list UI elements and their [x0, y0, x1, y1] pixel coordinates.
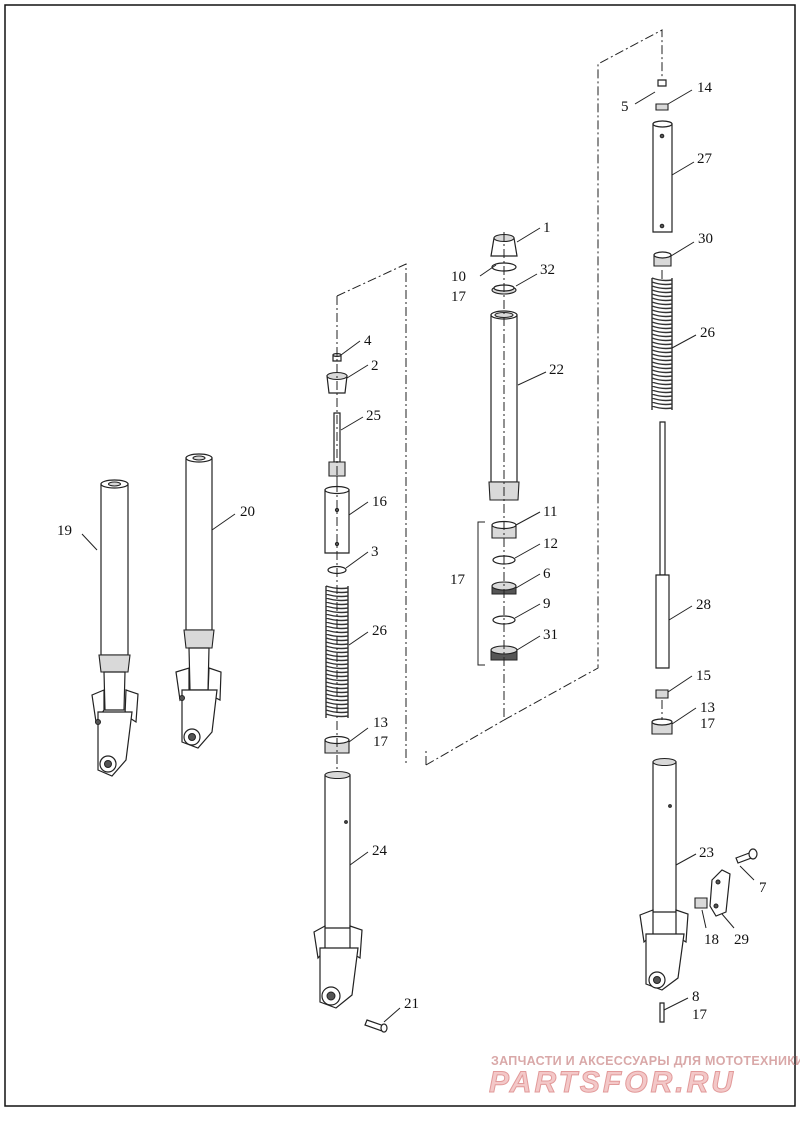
callout-26-left: 26 [372, 623, 388, 639]
callout-14: 14 [697, 80, 713, 96]
callout-3: 3 [371, 544, 379, 560]
fork-assembly-20 [175, 453, 222, 749]
callout-7: 7 [759, 880, 767, 896]
callout-13-right: 13 [700, 700, 715, 716]
leader-lines [81, 89, 755, 1023]
callout-2: 2 [371, 358, 379, 374]
callout-27: 27 [697, 151, 713, 167]
callout-labels: 1 2 3 4 5 6 7 8 9 10 11 12 13 13 14 15 1… [57, 80, 767, 1023]
callout-19: 19 [57, 523, 72, 539]
callout-31: 31 [543, 627, 558, 643]
callout-32: 32 [540, 262, 555, 278]
callout-23: 23 [699, 845, 714, 861]
callout-9: 9 [543, 596, 551, 612]
callout-11: 11 [543, 504, 557, 520]
callout-17-left: 17 [373, 734, 389, 750]
construction-lines [336, 29, 663, 770]
callout-21: 21 [404, 996, 419, 1012]
callout-15: 15 [696, 668, 711, 684]
callout-5: 5 [621, 99, 629, 115]
left-column-parts [313, 352, 388, 1033]
callout-25: 25 [366, 408, 381, 424]
callout-8: 8 [692, 989, 700, 1005]
callout-1: 1 [543, 220, 551, 236]
callout-17-top: 17 [451, 289, 467, 305]
callout-10: 10 [451, 269, 466, 285]
callout-12: 12 [543, 536, 558, 552]
callout-17-bracket: 17 [450, 572, 466, 588]
callout-13-left: 13 [373, 715, 388, 731]
callout-18: 18 [704, 932, 719, 948]
callout-22: 22 [549, 362, 564, 378]
callout-20: 20 [240, 504, 255, 520]
callout-4: 4 [364, 333, 372, 349]
callout-17-right: 17 [700, 716, 716, 732]
callout-24: 24 [372, 843, 388, 859]
callout-28: 28 [696, 597, 711, 613]
callout-6: 6 [543, 566, 551, 582]
fork-assembly-19 [91, 479, 139, 777]
callout-29: 29 [734, 932, 749, 948]
callout-30: 30 [698, 231, 713, 247]
callout-16: 16 [372, 494, 388, 510]
callout-17-bottom: 17 [692, 1007, 708, 1023]
watermark: ЗАПЧАСТИ И АКСЕССУАРЫ ДЛЯ МОТОТЕХНИКИ PA… [487, 1054, 800, 1100]
watermark-logo: PARTSFOR.RU [489, 1066, 736, 1100]
watermark-tagline: ЗАПЧАСТИ И АКСЕССУАРЫ ДЛЯ МОТОТЕХНИКИ [491, 1054, 800, 1068]
right-column-parts [639, 79, 758, 1023]
callout-26-right: 26 [700, 325, 716, 341]
